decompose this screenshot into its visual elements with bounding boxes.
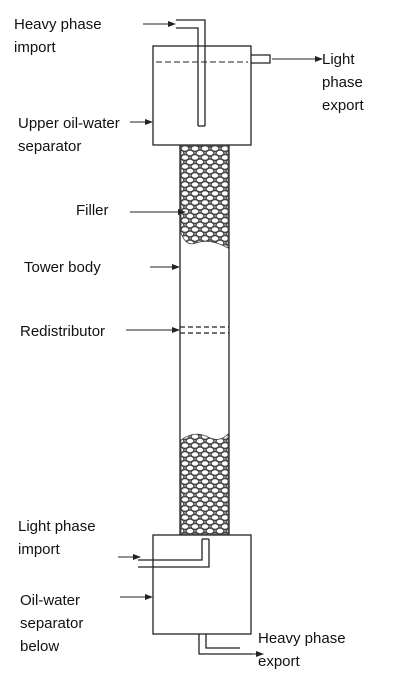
light-phase-export-pipe [251, 54, 271, 64]
label-light-phase-import: Light phase import [18, 518, 96, 558]
label-heavy-phase-export: Heavy phase export [258, 630, 346, 670]
label-redistributor: Redistributor [20, 323, 106, 340]
label-lower-separator: Oil-water separator below [20, 592, 84, 655]
upper-separator-vessel [152, 45, 252, 146]
label-upper-separator: Upper oil-water separator [18, 115, 120, 155]
label-tower-body: Tower body [24, 259, 101, 276]
heavy-phase-export-pipe [198, 634, 252, 655]
label-filler: Filler [76, 202, 109, 219]
heavy-phase-import-pipe [176, 19, 206, 126]
label-light-phase-export: Light phase export [322, 51, 364, 114]
lower-packing-bed [180, 432, 229, 535]
lower-separator-vessel [152, 534, 252, 635]
heavy-phase-import-pipe-inner [176, 27, 199, 126]
light-phase-import-pipe-inner [138, 539, 210, 568]
upper-packing-bed [180, 145, 229, 249]
label-heavy-phase-import: Heavy phase import [14, 16, 102, 56]
light-phase-import-pipe [138, 539, 203, 561]
heavy-phase-export-pipe-inner [205, 634, 240, 649]
